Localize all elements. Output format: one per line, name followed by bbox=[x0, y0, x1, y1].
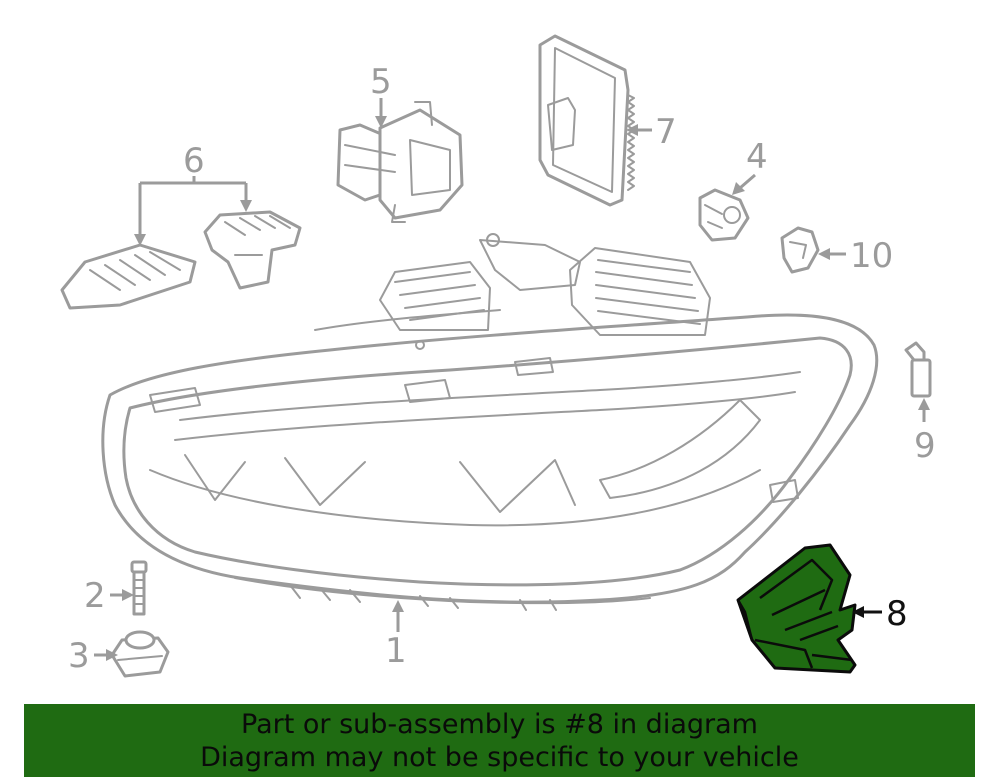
callout-6: 6 bbox=[183, 141, 205, 181]
banner-line-1: Part or sub-assembly is #8 in diagram bbox=[241, 709, 758, 740]
adjuster-part-3[interactable] bbox=[110, 630, 170, 678]
clip-part-10[interactable] bbox=[780, 226, 820, 274]
bulb-socket-part-4[interactable] bbox=[698, 188, 750, 242]
arrowhead-9 bbox=[918, 398, 930, 410]
leader-6 bbox=[138, 176, 248, 236]
callout-5: 5 bbox=[370, 62, 392, 102]
control-module-part-6[interactable] bbox=[60, 210, 302, 310]
headlight-housing-part-1[interactable] bbox=[101, 233, 879, 611]
arrowhead-3 bbox=[106, 649, 118, 661]
arrowhead-10 bbox=[818, 248, 830, 260]
callout-1: 1 bbox=[385, 631, 407, 671]
leader-4 bbox=[739, 173, 756, 190]
callout-3: 3 bbox=[68, 636, 90, 676]
arrowhead-5 bbox=[375, 116, 387, 128]
callout-2: 2 bbox=[84, 576, 106, 616]
ballast-part-7[interactable] bbox=[538, 34, 635, 207]
arrowhead-6a bbox=[134, 234, 146, 246]
arrowhead-2 bbox=[122, 589, 134, 601]
arrowhead-4 bbox=[732, 182, 745, 195]
bracket-part-8-highlighted[interactable] bbox=[736, 543, 857, 674]
bolt-part-2[interactable] bbox=[130, 560, 148, 616]
arrowhead-6b bbox=[240, 200, 252, 212]
projector-module-part-5[interactable] bbox=[336, 101, 464, 223]
headlight-exploded-diagram: 1 2 3 4 5 6 7 8 9 10 bbox=[60, 34, 936, 678]
side-marker-part-9[interactable] bbox=[904, 341, 932, 398]
callout-9: 9 bbox=[914, 426, 936, 466]
arrowhead-1 bbox=[392, 600, 404, 612]
notice-banner: Part or sub-assembly is #8 in diagram Di… bbox=[24, 704, 975, 777]
callout-7: 7 bbox=[655, 112, 677, 152]
callout-4: 4 bbox=[746, 137, 768, 177]
callout-8: 8 bbox=[886, 594, 908, 634]
banner-line-2: Diagram may not be specific to your vehi… bbox=[200, 742, 799, 773]
arrowhead-7 bbox=[626, 124, 638, 136]
arrowhead-8 bbox=[852, 606, 864, 618]
callout-10: 10 bbox=[850, 236, 893, 276]
